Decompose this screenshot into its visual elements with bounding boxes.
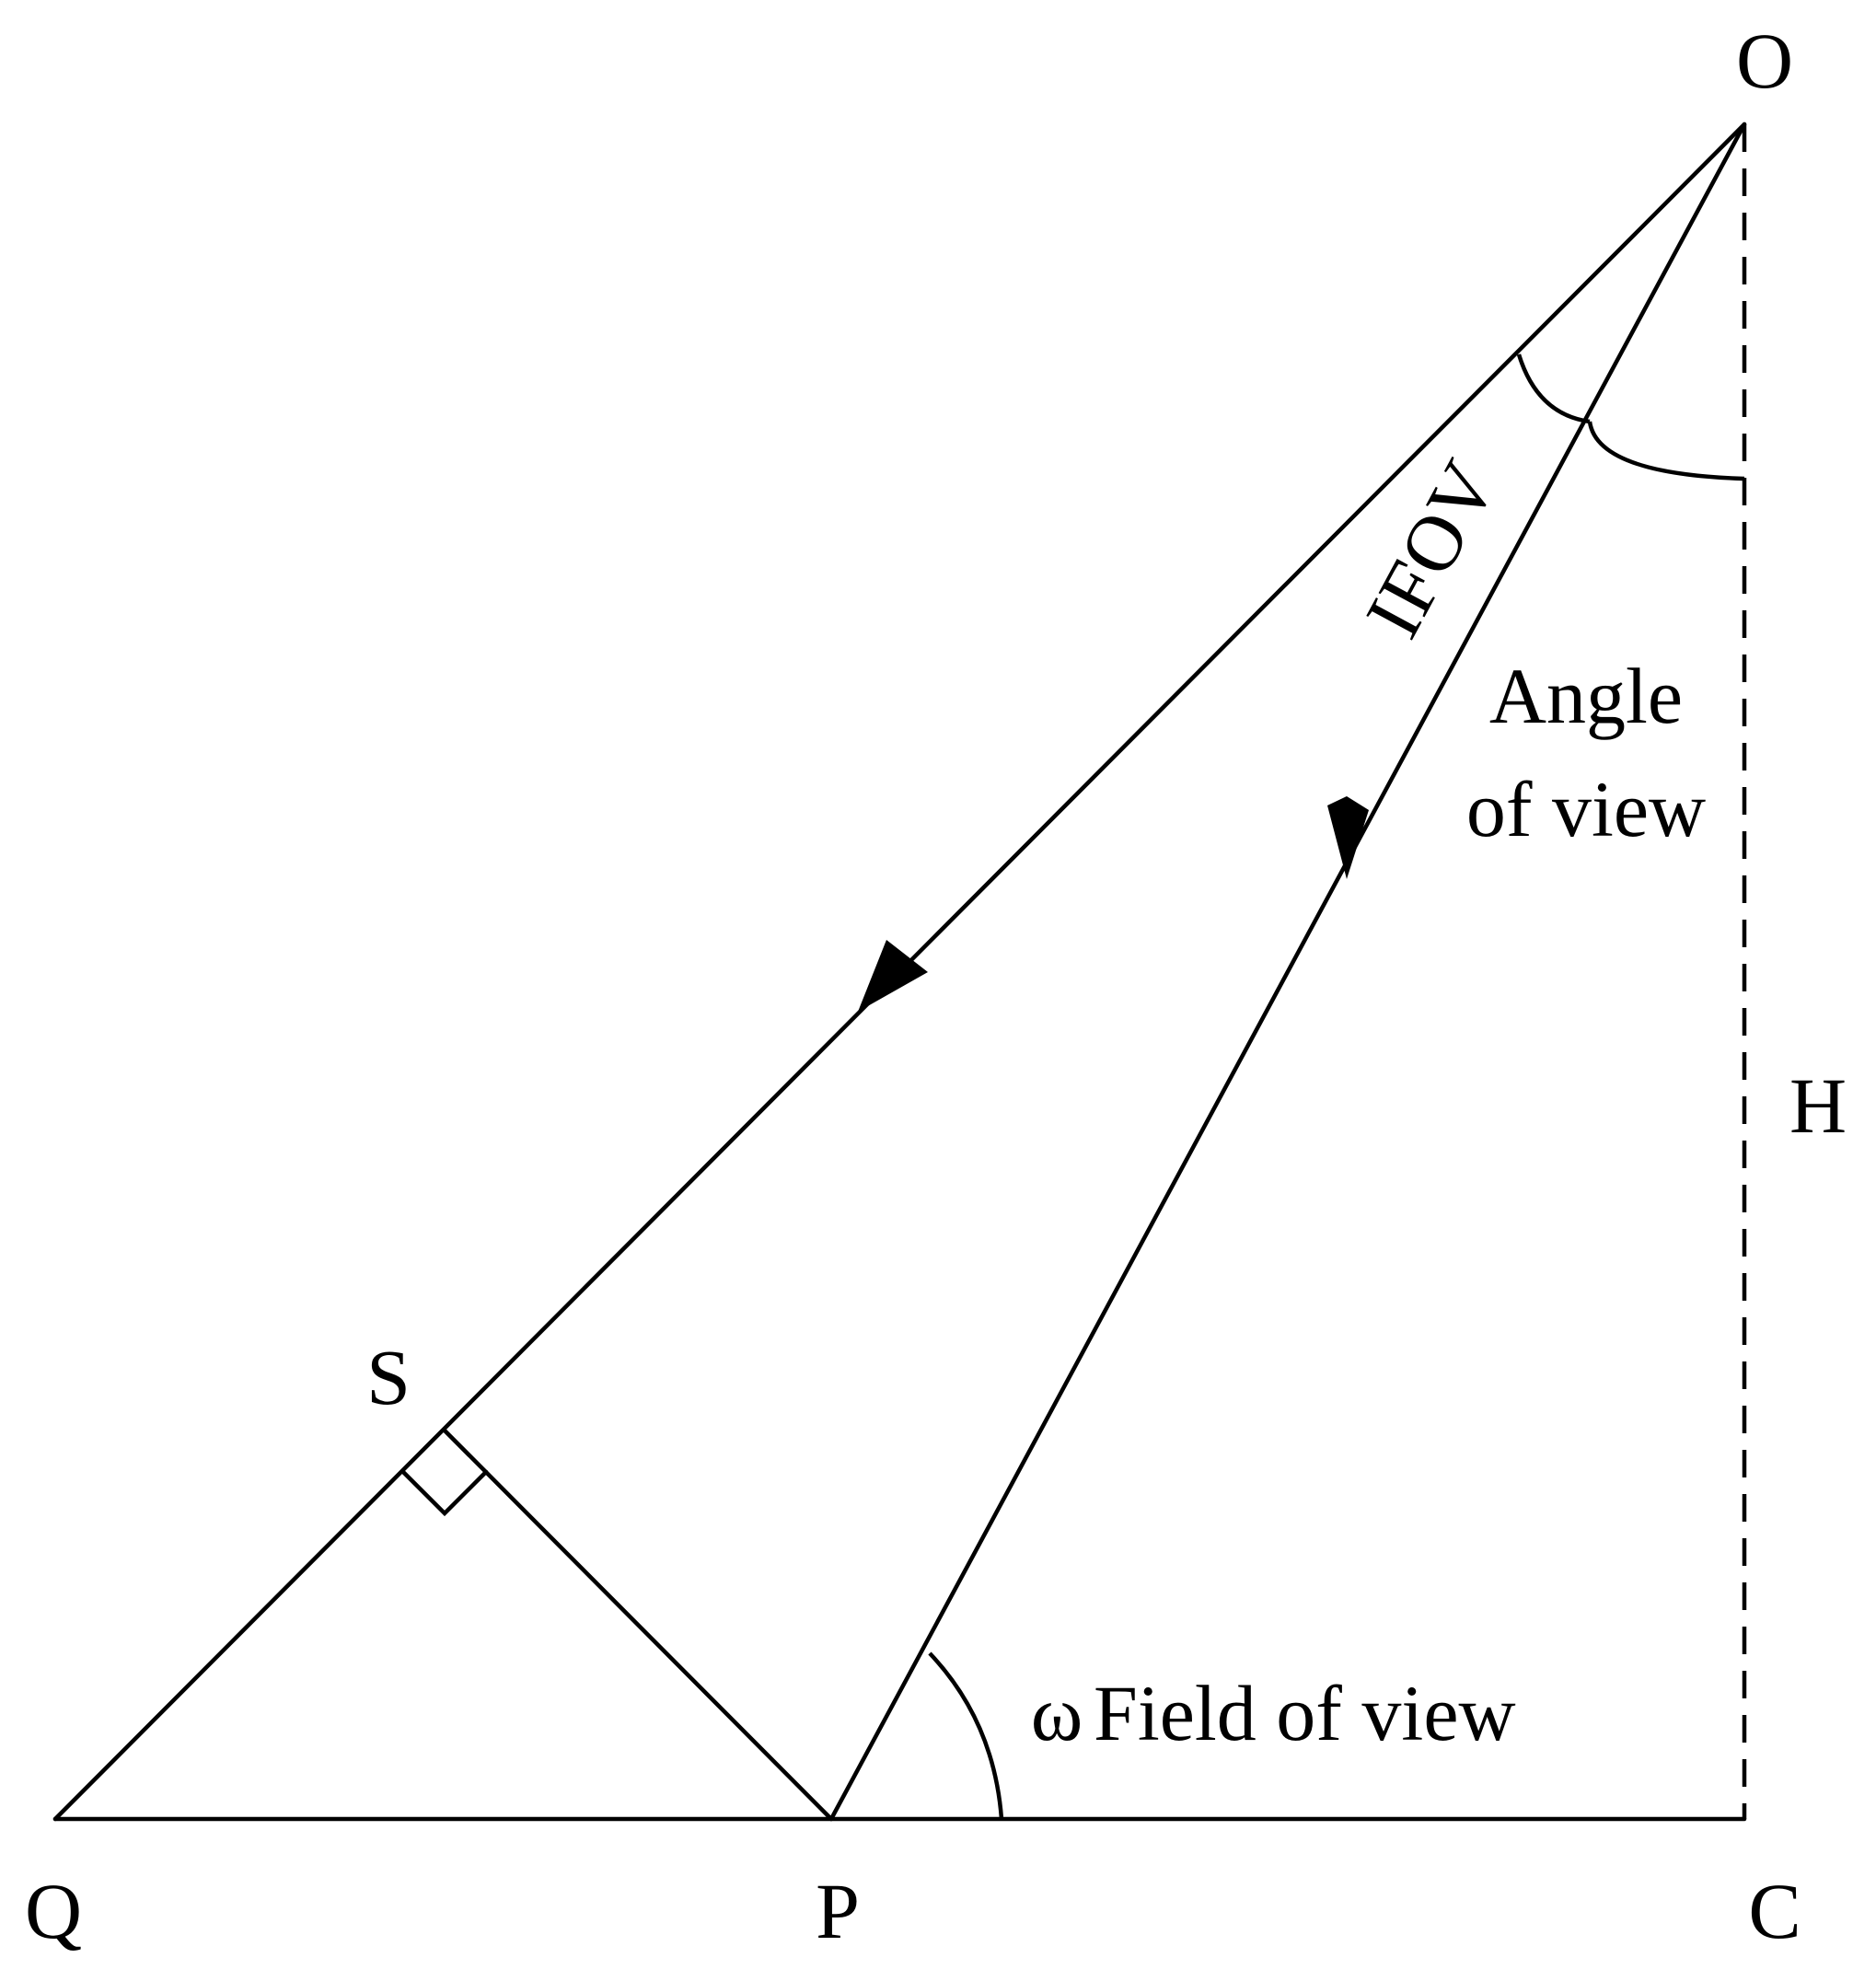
label-point-c: C (1748, 1867, 1801, 1955)
label-point-o: O (1736, 17, 1793, 105)
right-angle-marker (400, 1469, 489, 1517)
label-ifov: IFOV (1349, 446, 1514, 651)
label-angle-line1: Angle (1489, 652, 1683, 740)
label-point-p: P (816, 1867, 860, 1955)
label-point-q: Q (25, 1867, 82, 1955)
ifov-arc (1516, 353, 1591, 424)
ray-o-to-p (828, 122, 1747, 1822)
arrowhead-o-q (858, 940, 928, 1012)
label-omega: ω (1031, 1669, 1083, 1757)
angle-of-view-arc (1587, 421, 1745, 481)
label-point-s: S (366, 1333, 411, 1421)
label-field-of-view: Field of view (1094, 1669, 1516, 1757)
arrowhead-o-p (1327, 796, 1369, 879)
field-of-view-arc (928, 1651, 1004, 1820)
label-height: H (1789, 1061, 1847, 1150)
perpendicular-s-p (442, 1428, 834, 1822)
label-angle-line2: of view (1466, 765, 1706, 853)
